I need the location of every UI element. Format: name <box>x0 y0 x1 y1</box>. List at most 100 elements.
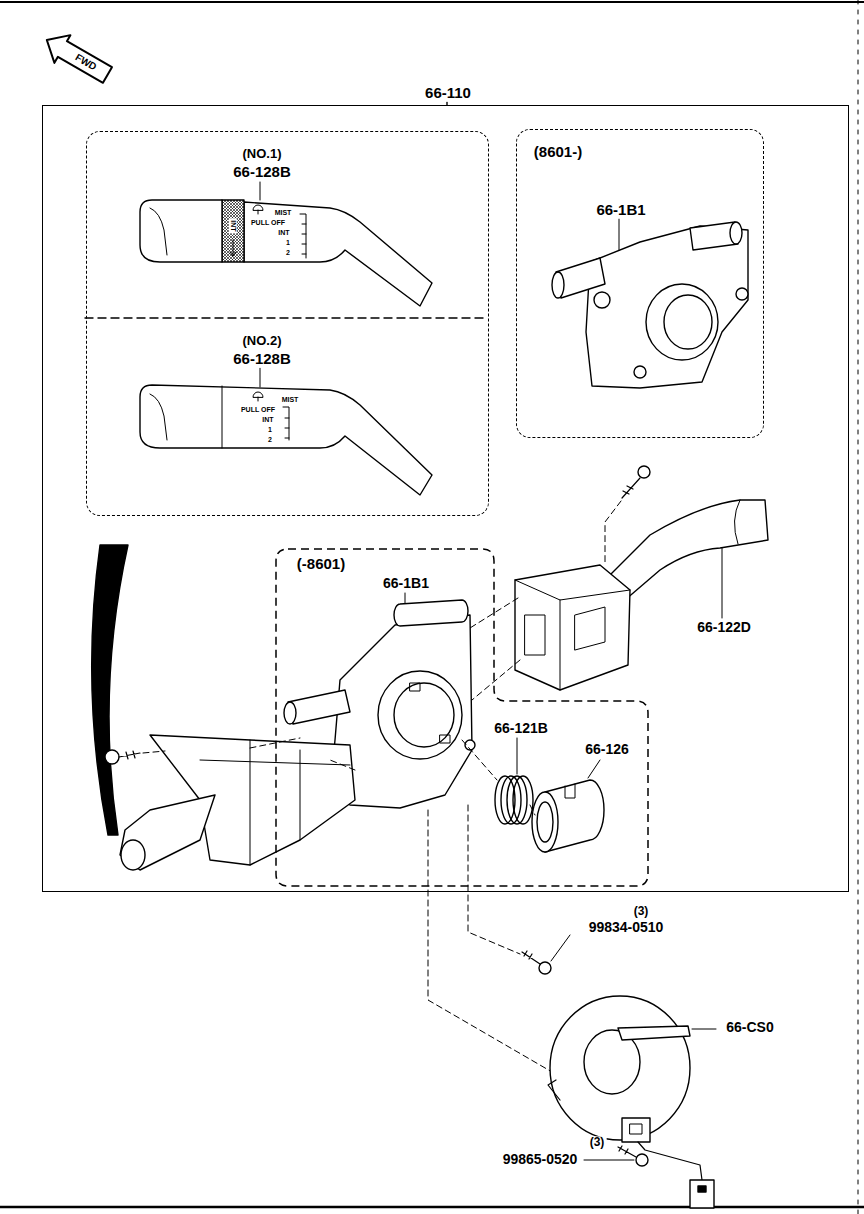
wiper-lever-no1 <box>140 200 222 262</box>
steering-wheel-edge <box>92 545 128 835</box>
screw <box>551 935 570 961</box>
spring <box>517 738 518 774</box>
switch-bracket-new <box>619 218 620 250</box>
variant-heading: (NO.1) <box>241 147 284 161</box>
switch-bracket-old <box>410 683 450 743</box>
clock-spring <box>618 1026 690 1040</box>
variant-heading: (-8601) <box>295 556 347 573</box>
wiper-lever-no2 <box>140 368 432 495</box>
assembly-dash-line <box>250 738 300 748</box>
switch-bracket-new <box>730 222 742 244</box>
switch-bracket-new <box>552 218 748 388</box>
part-number: 66-1B1 <box>381 576 431 591</box>
wiper-lever-no2 <box>140 385 432 495</box>
spring <box>495 776 515 824</box>
spring <box>501 776 521 824</box>
divider-line <box>85 317 488 318</box>
part-number: 66-126 <box>583 742 631 757</box>
wiper-lever-no1 <box>140 182 432 306</box>
forward-arrow <box>39 26 116 89</box>
light-switch-assembly <box>119 751 140 759</box>
wiper-lever-no2 <box>260 368 261 387</box>
light-switch-assembly <box>200 740 350 865</box>
quantity-note: (3) <box>588 1136 607 1149</box>
wiper-switch-assembly <box>515 565 630 690</box>
screw <box>618 1146 636 1157</box>
wiper-lever-no1 <box>230 240 236 256</box>
part-number: 99834-0510 <box>587 920 666 935</box>
cancel-cam <box>588 760 600 778</box>
wiper-lever-no1 <box>150 208 167 255</box>
light-switch-assembly <box>120 795 215 870</box>
wiper-lever-no1 <box>222 200 244 262</box>
switch-marking: PULL OFF <box>239 406 277 414</box>
variant-box: (-8601) 66-1B1 66-121B 66-126 <box>276 549 648 886</box>
wiper-switch-assembly <box>638 466 650 478</box>
switch-marking: 2 <box>284 249 292 257</box>
part-number: 99865-0520 <box>501 1152 580 1167</box>
assembly-dash-line <box>472 660 520 700</box>
wiper-switch-assembly <box>722 548 723 618</box>
assembly-dash-line <box>330 760 355 770</box>
wiper-switch-assembly <box>600 500 768 600</box>
page-rule <box>0 1 864 3</box>
assembly-dash-line <box>462 740 497 780</box>
wiper-switch-assembly <box>525 607 605 655</box>
switch-marking: PULL OFF <box>249 219 287 227</box>
wiper-lever-no2 <box>150 394 167 440</box>
switch-bracket-new <box>646 284 718 360</box>
forward-arrow <box>39 26 116 89</box>
switch-bracket-old <box>394 683 454 747</box>
wiper-lever-no2 <box>253 392 263 401</box>
switch-bracket-new <box>552 272 564 298</box>
part-number: 66-1B1 <box>594 202 647 219</box>
switch-bracket-old <box>288 690 350 724</box>
part-number: 66-121B <box>492 721 550 736</box>
spring <box>513 776 533 824</box>
wiper-switch-assembly <box>515 466 768 690</box>
part-number: 66-CS0 <box>724 1020 775 1035</box>
variant-box: (8601-)66-1B1 <box>516 129 764 438</box>
wiper-switch-assembly <box>734 500 740 544</box>
switch-bracket-new <box>586 226 748 388</box>
light-switch-assembly <box>105 750 119 764</box>
switch-bracket-new <box>634 366 646 378</box>
variant-box: (NO.1)66-128B(NO.2)66-128B <box>86 131 489 516</box>
wiper-lever-no1 <box>244 202 432 306</box>
switch-bracket-new <box>664 295 712 349</box>
quantity-note: (3) <box>632 905 651 918</box>
wiper-lever-no1 <box>260 182 261 200</box>
assembly-dash-line <box>530 805 535 815</box>
clock-spring <box>692 1029 716 1030</box>
spring <box>507 776 527 824</box>
assembly-frame: 66-110(NO.1)66-128B(NO.2)66-128B(8601-)6… <box>42 105 849 892</box>
wiper-lever-no1 <box>300 214 306 258</box>
screw <box>539 962 551 974</box>
switch-marking: 1 <box>266 426 274 434</box>
light-switch-assembly <box>143 751 165 753</box>
switch-marking: INT <box>229 218 237 233</box>
variant-heading: (NO.2) <box>241 334 284 348</box>
cancel-cam <box>532 760 604 852</box>
assembly-number: 66-110 <box>423 85 473 102</box>
light-switch-assembly <box>121 840 145 870</box>
clock-spring <box>630 1124 642 1134</box>
screw <box>584 1160 634 1161</box>
part-number: 66-128B <box>231 164 293 181</box>
wiper-lever-no2 <box>222 386 223 448</box>
switch-bracket-old <box>394 600 468 626</box>
page-rule <box>0 1206 864 1209</box>
clock-spring <box>622 1118 650 1142</box>
clock-spring <box>698 1186 706 1192</box>
switch-bracket-old <box>378 671 462 759</box>
steering-wheel-edge <box>92 545 128 835</box>
switch-marking: INT <box>260 416 275 424</box>
switch-marking: 1 <box>284 239 292 247</box>
cancel-cam <box>565 784 575 798</box>
direction-label: FWD <box>72 51 101 74</box>
switch-marking: INT <box>276 229 291 237</box>
box-outline <box>276 549 648 886</box>
part-number: 66-122D <box>695 620 753 635</box>
